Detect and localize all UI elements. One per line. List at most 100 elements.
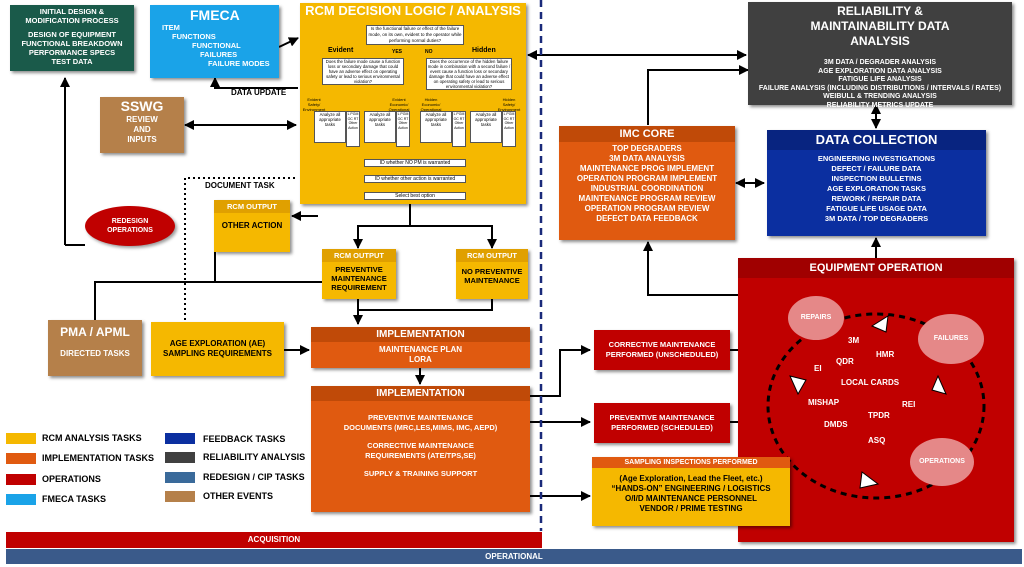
cycle-arrow-icon — [789, 375, 807, 396]
imc-core-line: INDUSTRIAL COORDINATION — [590, 184, 704, 193]
legend-swatch-ops — [6, 474, 36, 485]
equipment-item: HMR — [876, 350, 895, 359]
rcm-logic-box: RCM DECISION LOGIC / ANALYSIS Is the fun… — [300, 3, 526, 204]
rcm-select: Select best option — [364, 192, 466, 200]
rcm-yes: YES — [392, 49, 403, 55]
sswg-line: INPUTS — [127, 135, 157, 144]
rcm-branch-evident-safety: Evident Safety/ Environment — [302, 97, 326, 112]
rcm-analyze-text: Analyze all appropriate tasks — [369, 112, 391, 127]
rcm-analyze-box-1: Analyze all appropriate tasks — [314, 111, 346, 143]
imc-core-line: 3M DATA ANALYSIS — [609, 154, 685, 163]
operational-bar: OPERATIONAL — [6, 549, 1022, 564]
reliability-analysis-line: FAILURE ANALYSIS (INCLUDING DISTRIBUTION… — [758, 84, 1002, 92]
implementation-docs-line — [311, 461, 530, 469]
data-collection-line: FATIGUE LIFE USAGE DATA — [826, 204, 927, 213]
rcm-logic-title: RCM DECISION LOGIC / ANALYSIS — [305, 3, 521, 18]
legend-label: OPERATIONS — [42, 474, 101, 484]
implementation-docs-box: IMPLEMENTATION PREVENTIVE MAINTENANCE DO… — [311, 386, 530, 512]
rcm-task-codes-2: L PGM OC RT Other Action — [396, 111, 410, 147]
rcm-analyze-box-4: Analyze all appropriate tasks — [470, 111, 502, 143]
legend-label: FEEDBACK TASKS — [203, 434, 286, 444]
data-collection-line: ENGINEERING INVESTIGATIONS — [817, 154, 936, 163]
rcm-output-pm-box: RCM OUTPUT PREVENTIVE MAINTENANCE REQUIR… — [322, 249, 396, 299]
implementation-docs-line: DOCUMENTS (MRC,LES,MIMS, IMC, AEPD) — [343, 423, 498, 432]
imc-core-box: IMC CORE TOP DEGRADERS 3M DATA ANALYSIS … — [559, 126, 735, 240]
imc-core-title: IMC CORE — [559, 126, 735, 142]
rcm-hidden-question: Does the occurrence of the hidden failur… — [426, 58, 512, 90]
data-collection-line: AGE EXPLORATION TASKS — [827, 184, 926, 193]
redesign-operations-label: REDESIGN OPERATIONS — [107, 218, 153, 234]
preventive-maintenance-box: PREVENTIVE MAINTENANCE PERFORMED (SCHEDU… — [594, 403, 730, 443]
acquisition-bar: ACQUISITION — [6, 532, 542, 548]
rcm-output-pm-body: PREVENTIVE MAINTENANCE REQUIREMENT — [331, 265, 387, 292]
imc-core-line: OPERATION PROGRAM REVIEW — [584, 204, 710, 213]
implementation-docs-line: REQUIREMENTS (ATE/TPS,SE) — [365, 451, 476, 460]
failures-bubble: FAILURES — [918, 314, 984, 364]
rcm-output-other-box: RCM OUTPUT OTHER ACTION — [214, 200, 290, 252]
fmeca-line: FAILURE MODES — [208, 59, 270, 68]
rcm-branch-evident-economic: Evident Economic/ Operational — [388, 97, 410, 112]
rcm-nopm: ID whether NO PM is warranted — [364, 159, 466, 167]
data-collection-line: DEFECT / FAILURE DATA — [831, 164, 922, 173]
rcm-hidden-label: Hidden — [472, 47, 496, 54]
operations-label: OPERATIONS — [919, 458, 965, 465]
rcm-task-codes-1: L PGM OC RT Other Action — [346, 111, 360, 147]
failures-label: FAILURES — [933, 335, 969, 342]
rcm-output-nopm-body: NO PREVENTIVE MAINTENANCE — [461, 267, 523, 285]
reliability-analysis-line: AGE EXPLORATION DATA ANALYSIS — [818, 67, 942, 75]
rcm-branch-hidden-economic: Hidden Economic/ Operational — [420, 97, 442, 112]
initial-design-line: FUNCTIONAL BREAKDOWN — [21, 39, 123, 48]
fmeca-line: FUNCTIONS — [172, 32, 216, 41]
rcm-output-nopm-box: RCM OUTPUT NO PREVENTIVE MAINTENANCE — [456, 249, 528, 299]
data-collection-title: DATA COLLECTION — [767, 130, 986, 150]
equipment-item: 3M — [848, 336, 860, 345]
rcm-task-codes-4: L PGM OC RT Other Action — [502, 111, 516, 147]
rcm-analyze-text: Analyze all appropriate tasks — [475, 112, 497, 127]
rcm-question: Is the functional failure or effect of t… — [366, 25, 464, 45]
equipment-item: EI — [814, 364, 822, 373]
reliability-analysis-line: RELIABILITY METRICS UPDATE — [826, 101, 934, 109]
rcm-output-nopm-title: RCM OUTPUT — [456, 249, 528, 262]
imc-core-line: MAINTENANCE PROG IMPLEMENT — [579, 164, 715, 173]
equipment-item: ASQ — [868, 436, 886, 445]
repairs-bubble: REPAIRS — [788, 296, 844, 340]
fmeca-box: FMECA ITEM FUNCTIONS FUNCTIONAL FAILURES… — [150, 5, 279, 78]
corrective-maintenance-box: CORRECTIVE MAINTENANCE PERFORMED (UNSCHE… — [594, 330, 730, 370]
operational-label: OPERATIONAL — [485, 552, 543, 561]
age-exploration-box: AGE EXPLORATION (AE) SAMPLING REQUIREMEN… — [151, 322, 284, 376]
corrective-maintenance-label: CORRECTIVE MAINTENANCE PERFORMED (UNSCHE… — [605, 340, 719, 359]
data-collection-box: DATA COLLECTION ENGINEERING INVESTIGATIO… — [767, 130, 986, 236]
data-collection-line: INSPECTION BULLETINS — [831, 174, 922, 183]
legend-swatch-reliability — [165, 452, 195, 463]
age-exploration-label: AGE EXPLORATION (AE) SAMPLING REQUIREMEN… — [163, 339, 272, 358]
fmeca-line: ITEM — [162, 23, 180, 32]
rcm-output-other-body: OTHER ACTION — [221, 221, 283, 230]
sampling-line: VENDOR / PRIME TESTING — [639, 504, 743, 513]
pma-apml-title: PMA / APML — [60, 325, 130, 339]
initial-design-line: DESIGN OF EQUIPMENT — [28, 30, 116, 39]
sswg-line: REVIEW — [126, 115, 158, 124]
initial-design-title: INITIAL DESIGN & MODIFICATION PROCESS — [25, 7, 119, 25]
legend-label: OTHER EVENTS — [203, 491, 274, 501]
legend-swatch-impl — [6, 453, 36, 464]
equipment-item: QDR — [836, 357, 854, 366]
legend-swatch-other — [165, 491, 195, 502]
implementation-plan-box: IMPLEMENTATION MAINTENANCE PLAN LORA — [311, 327, 530, 368]
cycle-arrow-icon — [870, 315, 889, 333]
legend-swatch-feedback — [165, 433, 195, 444]
cycle-arrow-icon — [931, 374, 947, 395]
implementation-plan-title: IMPLEMENTATION — [311, 327, 530, 342]
equipment-operation-title: EQUIPMENT OPERATION — [738, 258, 1014, 278]
cycle-arrow-icon — [859, 471, 880, 489]
rcm-analyze-text: Analyze all appropriate tasks — [319, 112, 341, 127]
sampling-line: (Age Exploration, Lead the Fleet, etc.) — [619, 474, 763, 483]
fmeca-title: FMECA — [190, 7, 240, 23]
imc-core-line: DEFECT DATA FEEDBACK — [596, 214, 698, 223]
sampling-inspections-box: SAMPLING INSPECTIONS PERFORMED (Age Expl… — [592, 457, 790, 526]
reliability-analysis-line: WEIBULL & TRENDING ANALYSIS — [823, 93, 937, 100]
redesign-operations-ellipse: REDESIGN OPERATIONS — [85, 206, 175, 246]
equipment-operation-box: EQUIPMENT OPERATION REPAIRS FAILURES OPE… — [738, 258, 1014, 542]
equipment-item: MISHAP — [808, 398, 840, 407]
rcm-other: ID whether other action is warranted — [364, 175, 466, 183]
